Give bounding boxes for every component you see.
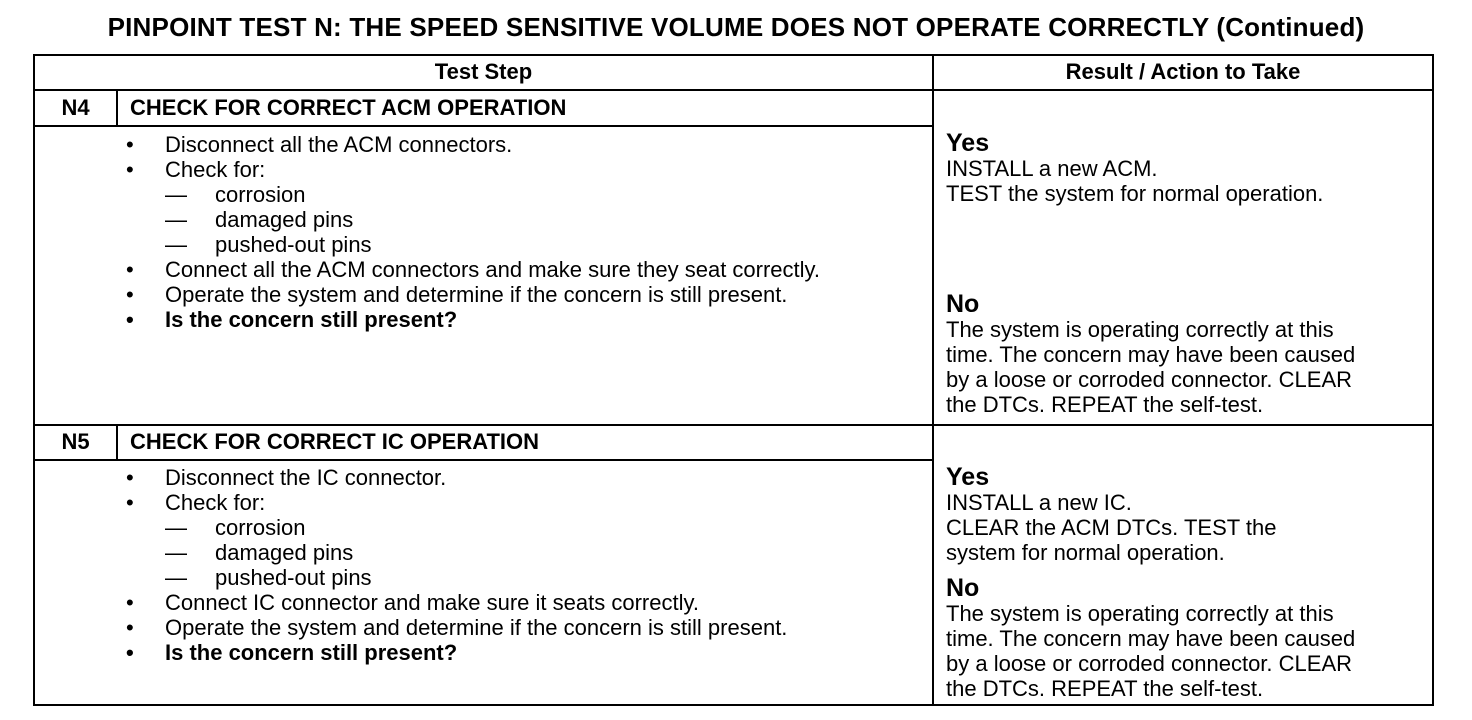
pinpoint-test-table: Test Step Result / Action to Take N4 CHE… xyxy=(33,54,1434,706)
list-item: — damaged pins xyxy=(123,540,923,565)
list-item: — corrosion xyxy=(123,515,923,540)
list-item-text: pushed-out pins xyxy=(215,565,372,590)
question-item: Is the concern still present? xyxy=(123,307,923,332)
result-no: No The system is operating correctly at … xyxy=(946,291,1426,417)
list-item: Disconnect the IC connector. xyxy=(123,465,923,490)
result-yes: Yes INSTALL a new IC. CLEAR the ACM DTCs… xyxy=(946,464,1426,565)
n5-title-divider xyxy=(35,459,932,461)
list-item: Operate the system and determine if the … xyxy=(123,615,923,640)
list-item: Check for: xyxy=(123,157,923,182)
result-line: The system is operating correctly at thi… xyxy=(946,601,1334,626)
row-divider xyxy=(35,424,1432,426)
dash-mark: — xyxy=(165,182,187,207)
no-label: No xyxy=(946,290,980,318)
result-no: No The system is operating correctly at … xyxy=(946,575,1426,701)
step-checklist: Disconnect the IC connector. Check for: … xyxy=(123,465,923,665)
yes-label: Yes xyxy=(946,129,990,157)
result-line: by a loose or corroded connector. CLEAR xyxy=(946,367,1353,392)
list-item: Connect IC connector and make sure it se… xyxy=(123,590,923,615)
list-item: — corrosion xyxy=(123,182,923,207)
result-line: INSTALL a new ACM. xyxy=(946,156,1158,181)
header-result: Result / Action to Take xyxy=(1065,59,1301,84)
list-item: — pushed-out pins xyxy=(123,565,923,590)
n5-id-divider xyxy=(116,426,118,459)
page-title: PINPOINT TEST N: THE SPEED SENSITIVE VOL… xyxy=(107,12,1365,42)
n4-title-divider xyxy=(35,125,932,127)
column-divider xyxy=(932,56,934,704)
list-item-text: damaged pins xyxy=(215,540,354,565)
dash-mark: — xyxy=(165,540,187,565)
list-item-text: damaged pins xyxy=(215,207,354,232)
list-item-text: pushed-out pins xyxy=(215,232,372,257)
question-item: Is the concern still present? xyxy=(123,640,923,665)
dash-mark: — xyxy=(165,515,187,540)
list-item: Disconnect all the ACM connectors. xyxy=(123,132,923,157)
header-divider xyxy=(35,89,1432,91)
header-test-step: Test Step xyxy=(434,59,533,84)
list-item: Operate the system and determine if the … xyxy=(123,282,923,307)
step-checklist: Disconnect all the ACM connectors. Check… xyxy=(123,132,923,332)
result-line: time. The concern may have been caused xyxy=(946,342,1356,367)
list-item: Check for: xyxy=(123,490,923,515)
result-line: time. The concern may have been caused xyxy=(946,626,1356,651)
result-line: INSTALL a new IC. xyxy=(946,490,1132,515)
result-line: system for normal operation. xyxy=(946,540,1225,565)
dash-mark: — xyxy=(165,565,187,590)
no-label: No xyxy=(946,574,980,602)
dash-mark: — xyxy=(165,232,187,257)
result-line: by a loose or corroded connector. CLEAR xyxy=(946,651,1353,676)
result-line: CLEAR the ACM DTCs. TEST the xyxy=(946,515,1277,540)
step-title: CHECK FOR CORRECT IC OPERATION xyxy=(130,429,540,454)
dash-mark: — xyxy=(165,207,187,232)
result-line: the DTCs. REPEAT the self-test. xyxy=(946,392,1264,417)
n4-id-divider xyxy=(116,91,118,125)
list-item: — damaged pins xyxy=(123,207,923,232)
step-title: CHECK FOR CORRECT ACM OPERATION xyxy=(130,95,567,120)
list-item-text: corrosion xyxy=(215,182,306,207)
result-yes: Yes INSTALL a new ACM. TEST the system f… xyxy=(946,130,1426,206)
step-id: N4 xyxy=(61,95,90,120)
step-id: N5 xyxy=(61,429,90,454)
yes-label: Yes xyxy=(946,463,990,491)
list-item: Connect all the ACM connectors and make … xyxy=(123,257,885,282)
result-line: TEST the system for normal operation. xyxy=(946,181,1324,206)
list-item: — pushed-out pins xyxy=(123,232,923,257)
list-item-text: corrosion xyxy=(215,515,306,540)
result-line: The system is operating correctly at thi… xyxy=(946,317,1334,342)
result-line: the DTCs. REPEAT the self-test. xyxy=(946,676,1264,701)
